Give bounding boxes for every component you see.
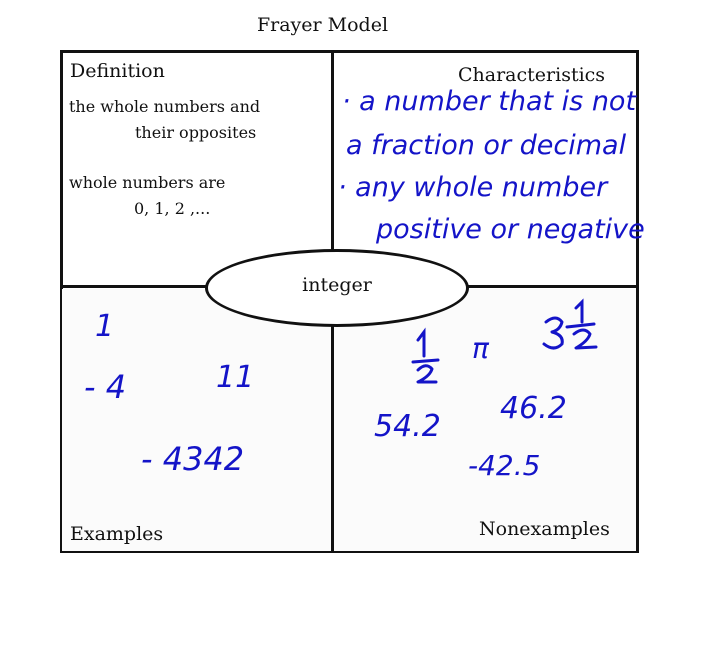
center-term-oval: integer (205, 249, 469, 327)
definition-label: Definition (70, 60, 165, 82)
definition-line-4: 0, 1, 2 ,... (134, 199, 211, 218)
page-title: Frayer Model (256, 14, 389, 36)
definition-line-1: the whole numbers and (69, 97, 261, 116)
examples-label: Examples (70, 523, 164, 545)
examples-quadrant (62, 289, 332, 551)
nonexamples-label: Nonexamples (479, 518, 610, 540)
center-term: integer (302, 274, 372, 296)
definition-line-3: whole numbers are (69, 173, 226, 192)
characteristics-label: Characteristics (458, 64, 606, 86)
definition-line-2: their opposites (135, 123, 257, 142)
nonexamples-quadrant (334, 289, 636, 551)
